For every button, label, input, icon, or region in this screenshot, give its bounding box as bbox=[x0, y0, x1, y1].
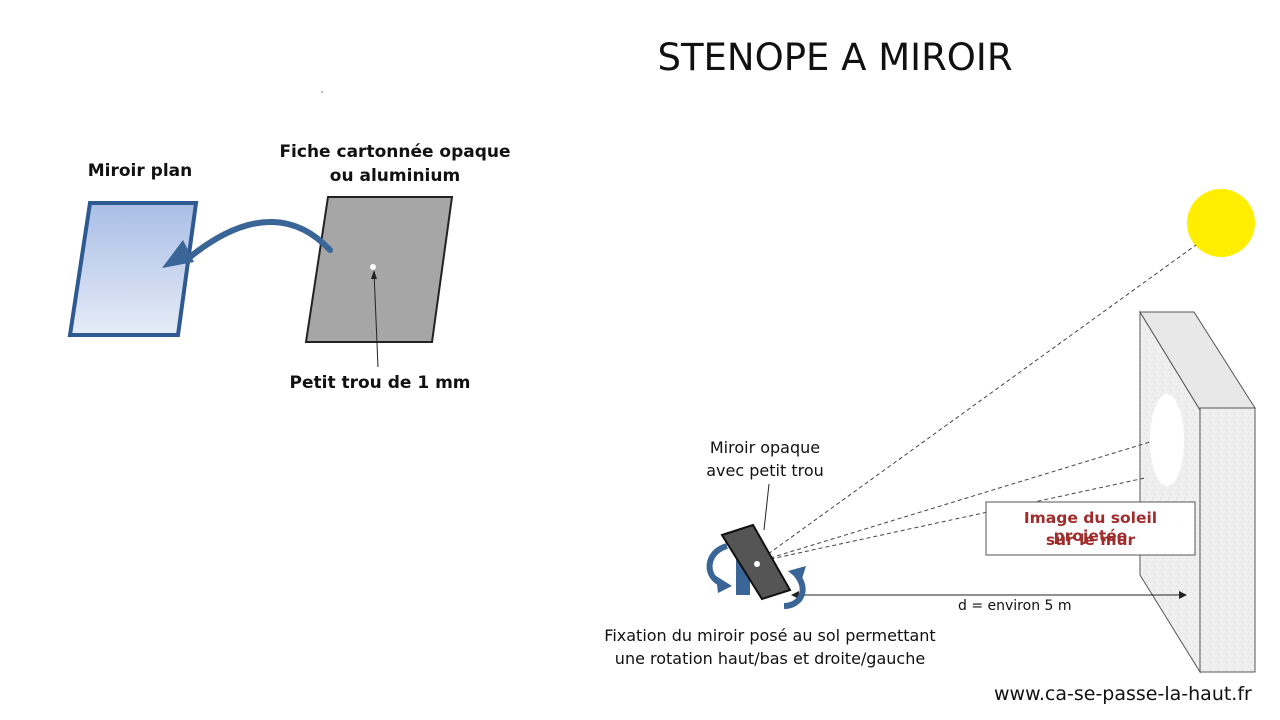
opaque-mirror-pinhole bbox=[754, 561, 760, 567]
opaque-mirror-label-line2: avec petit trou bbox=[706, 461, 824, 480]
rotation-arrow-left-head bbox=[716, 576, 732, 593]
reflected-ray-upper bbox=[756, 441, 1151, 563]
opaque-mirror-leader bbox=[763, 483, 770, 531]
plane-mirror-label: Miroir plan bbox=[87, 161, 193, 181]
incoming-sun-ray bbox=[756, 244, 1197, 563]
card-label-line1: Fiche cartonnée opaque bbox=[279, 142, 511, 162]
projected-sun-image bbox=[1150, 394, 1184, 486]
sun-image-label-line1: Image du soleil projetée bbox=[1023, 509, 1158, 545]
distance-label: d = environ 5 m bbox=[958, 598, 1072, 614]
pinhole-leader bbox=[373, 271, 379, 368]
card-label-line2: ou aluminium bbox=[329, 166, 461, 186]
card-to-mirror-arrowhead bbox=[162, 240, 194, 268]
fixation-label-line1: Fixation du miroir posé au sol permettan… bbox=[604, 626, 936, 645]
rotation-arrow-right-head bbox=[788, 566, 806, 582]
pinhole-label: Petit trou de 1 mm bbox=[289, 373, 471, 393]
page-title: STENOPE A MIROIR bbox=[657, 36, 1013, 79]
reflected-ray-lower bbox=[756, 477, 1146, 563]
opaque-mirror-label-line1: Miroir opaque bbox=[709, 438, 821, 457]
card-to-mirror-arrow bbox=[187, 219, 333, 260]
website-link[interactable]: www.ca-se-passe-la-haut.fr bbox=[994, 683, 1252, 705]
fixation-label-line2: une rotation haut/bas et droite/gauche bbox=[614, 649, 926, 668]
wall-side-face bbox=[1199, 407, 1256, 673]
pinhole-dot bbox=[370, 264, 376, 270]
opaque-card bbox=[304, 196, 454, 343]
sun bbox=[1187, 189, 1255, 257]
pinhole-leader-head bbox=[371, 270, 377, 279]
plane-mirror bbox=[67, 201, 199, 337]
stray-dot bbox=[321, 91, 323, 93]
sun-image-label-line2: sur le mur bbox=[1045, 531, 1136, 549]
sun-image-label-box bbox=[985, 501, 1196, 556]
